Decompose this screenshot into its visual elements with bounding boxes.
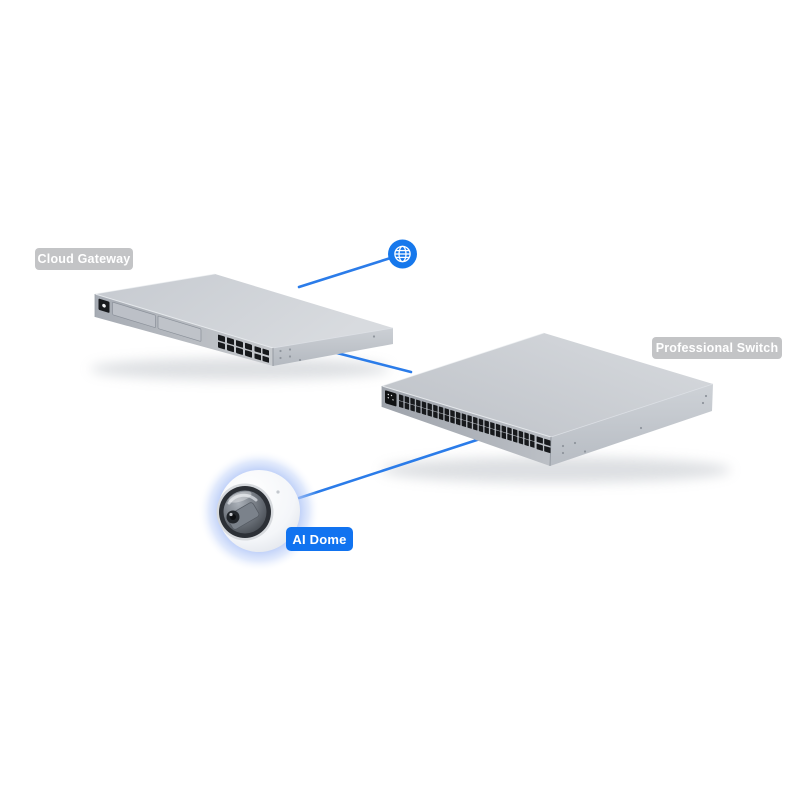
switch-display-dots [387,393,394,401]
professional-switch-label: Professional Switch [655,341,779,355]
professional-switch-label-badge: Professional Switch [652,337,782,359]
globe-icon [388,239,417,269]
gateway-front-panel [98,298,269,363]
gateway-drive-bay [157,315,202,342]
ai-dome-camera [198,450,320,572]
cloud-gateway-label: Cloud Gateway [37,252,131,266]
camera-mic-dot [276,490,280,494]
connection-internet-gateway [297,257,391,289]
ai-dome-label-badge: AI Dome [286,527,353,551]
cloud-gateway-device [94,273,394,366]
device-shadows [90,358,731,483]
professional-switch-device [381,332,714,467]
camera-lens [216,483,274,541]
gateway-power-led [102,303,106,308]
connection-switch-camera [297,436,485,500]
cloud-gateway-label-badge: Cloud Gateway [35,248,133,270]
connection-gateway-switch [331,350,413,374]
switch-front-panel [385,390,551,454]
gateway-side-screws [279,335,376,362]
connection-lines [297,257,485,500]
ai-dome-label: AI Dome [292,531,347,547]
switch-side-screws [561,394,708,455]
gateway-drive-bay [112,301,156,328]
